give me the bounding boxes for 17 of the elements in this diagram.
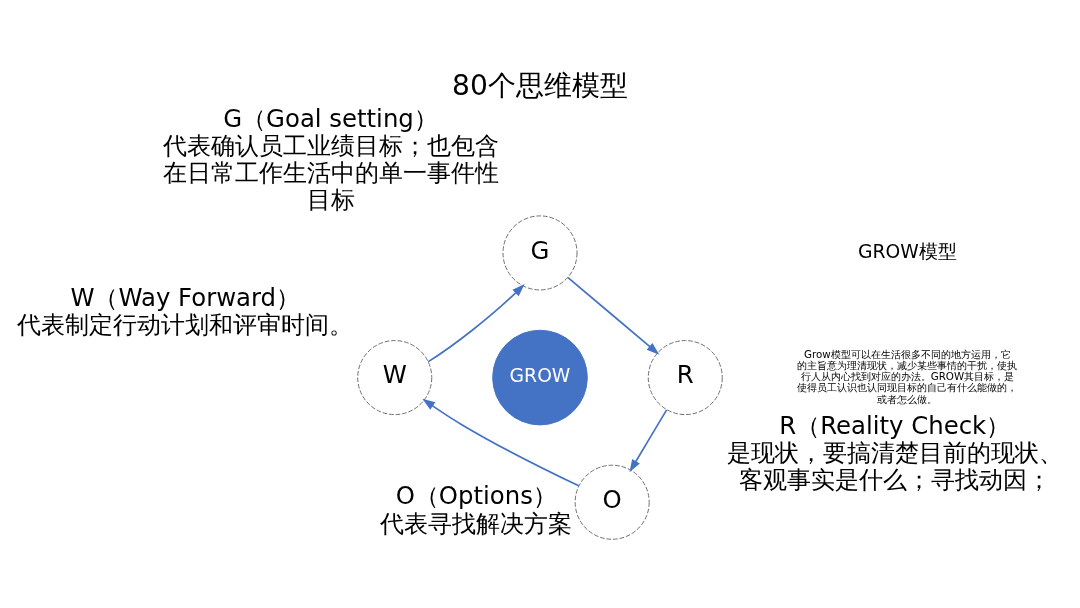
label: Grow模型可以在生活很多不同的地方运用，它的主旨意为理清现状，减少某些事情的干扰，使执行人从内心找到对应的办法。GROW其目标，是使得员工认识也认同现目标的自己有什么能做的，或者怎么做。	[797, 347, 1018, 405]
node-circle: O	[574, 464, 650, 540]
node-label: 是现状，要搞清楚目前的现状、客观事实是什么；寻找动因；	[726, 438, 1063, 495]
label: GROW模型	[858, 240, 957, 262]
node-circle: W	[357, 340, 433, 416]
diagram-title: 80个思维模型	[452, 68, 628, 102]
arrow	[427, 284, 525, 363]
arrow	[567, 276, 660, 355]
node-label: R（Reality Check）	[779, 411, 1011, 441]
node-label: G（Goal setting）	[223, 103, 438, 133]
arrow	[629, 408, 668, 473]
node-label: W（Way Forward）	[70, 282, 301, 312]
node-label: O（Options）	[395, 481, 557, 511]
node-circle: GROW	[492, 329, 588, 426]
node-label: 代表寻找解决方案	[380, 508, 573, 538]
arrow	[422, 398, 580, 487]
node-circle: G	[502, 215, 578, 291]
